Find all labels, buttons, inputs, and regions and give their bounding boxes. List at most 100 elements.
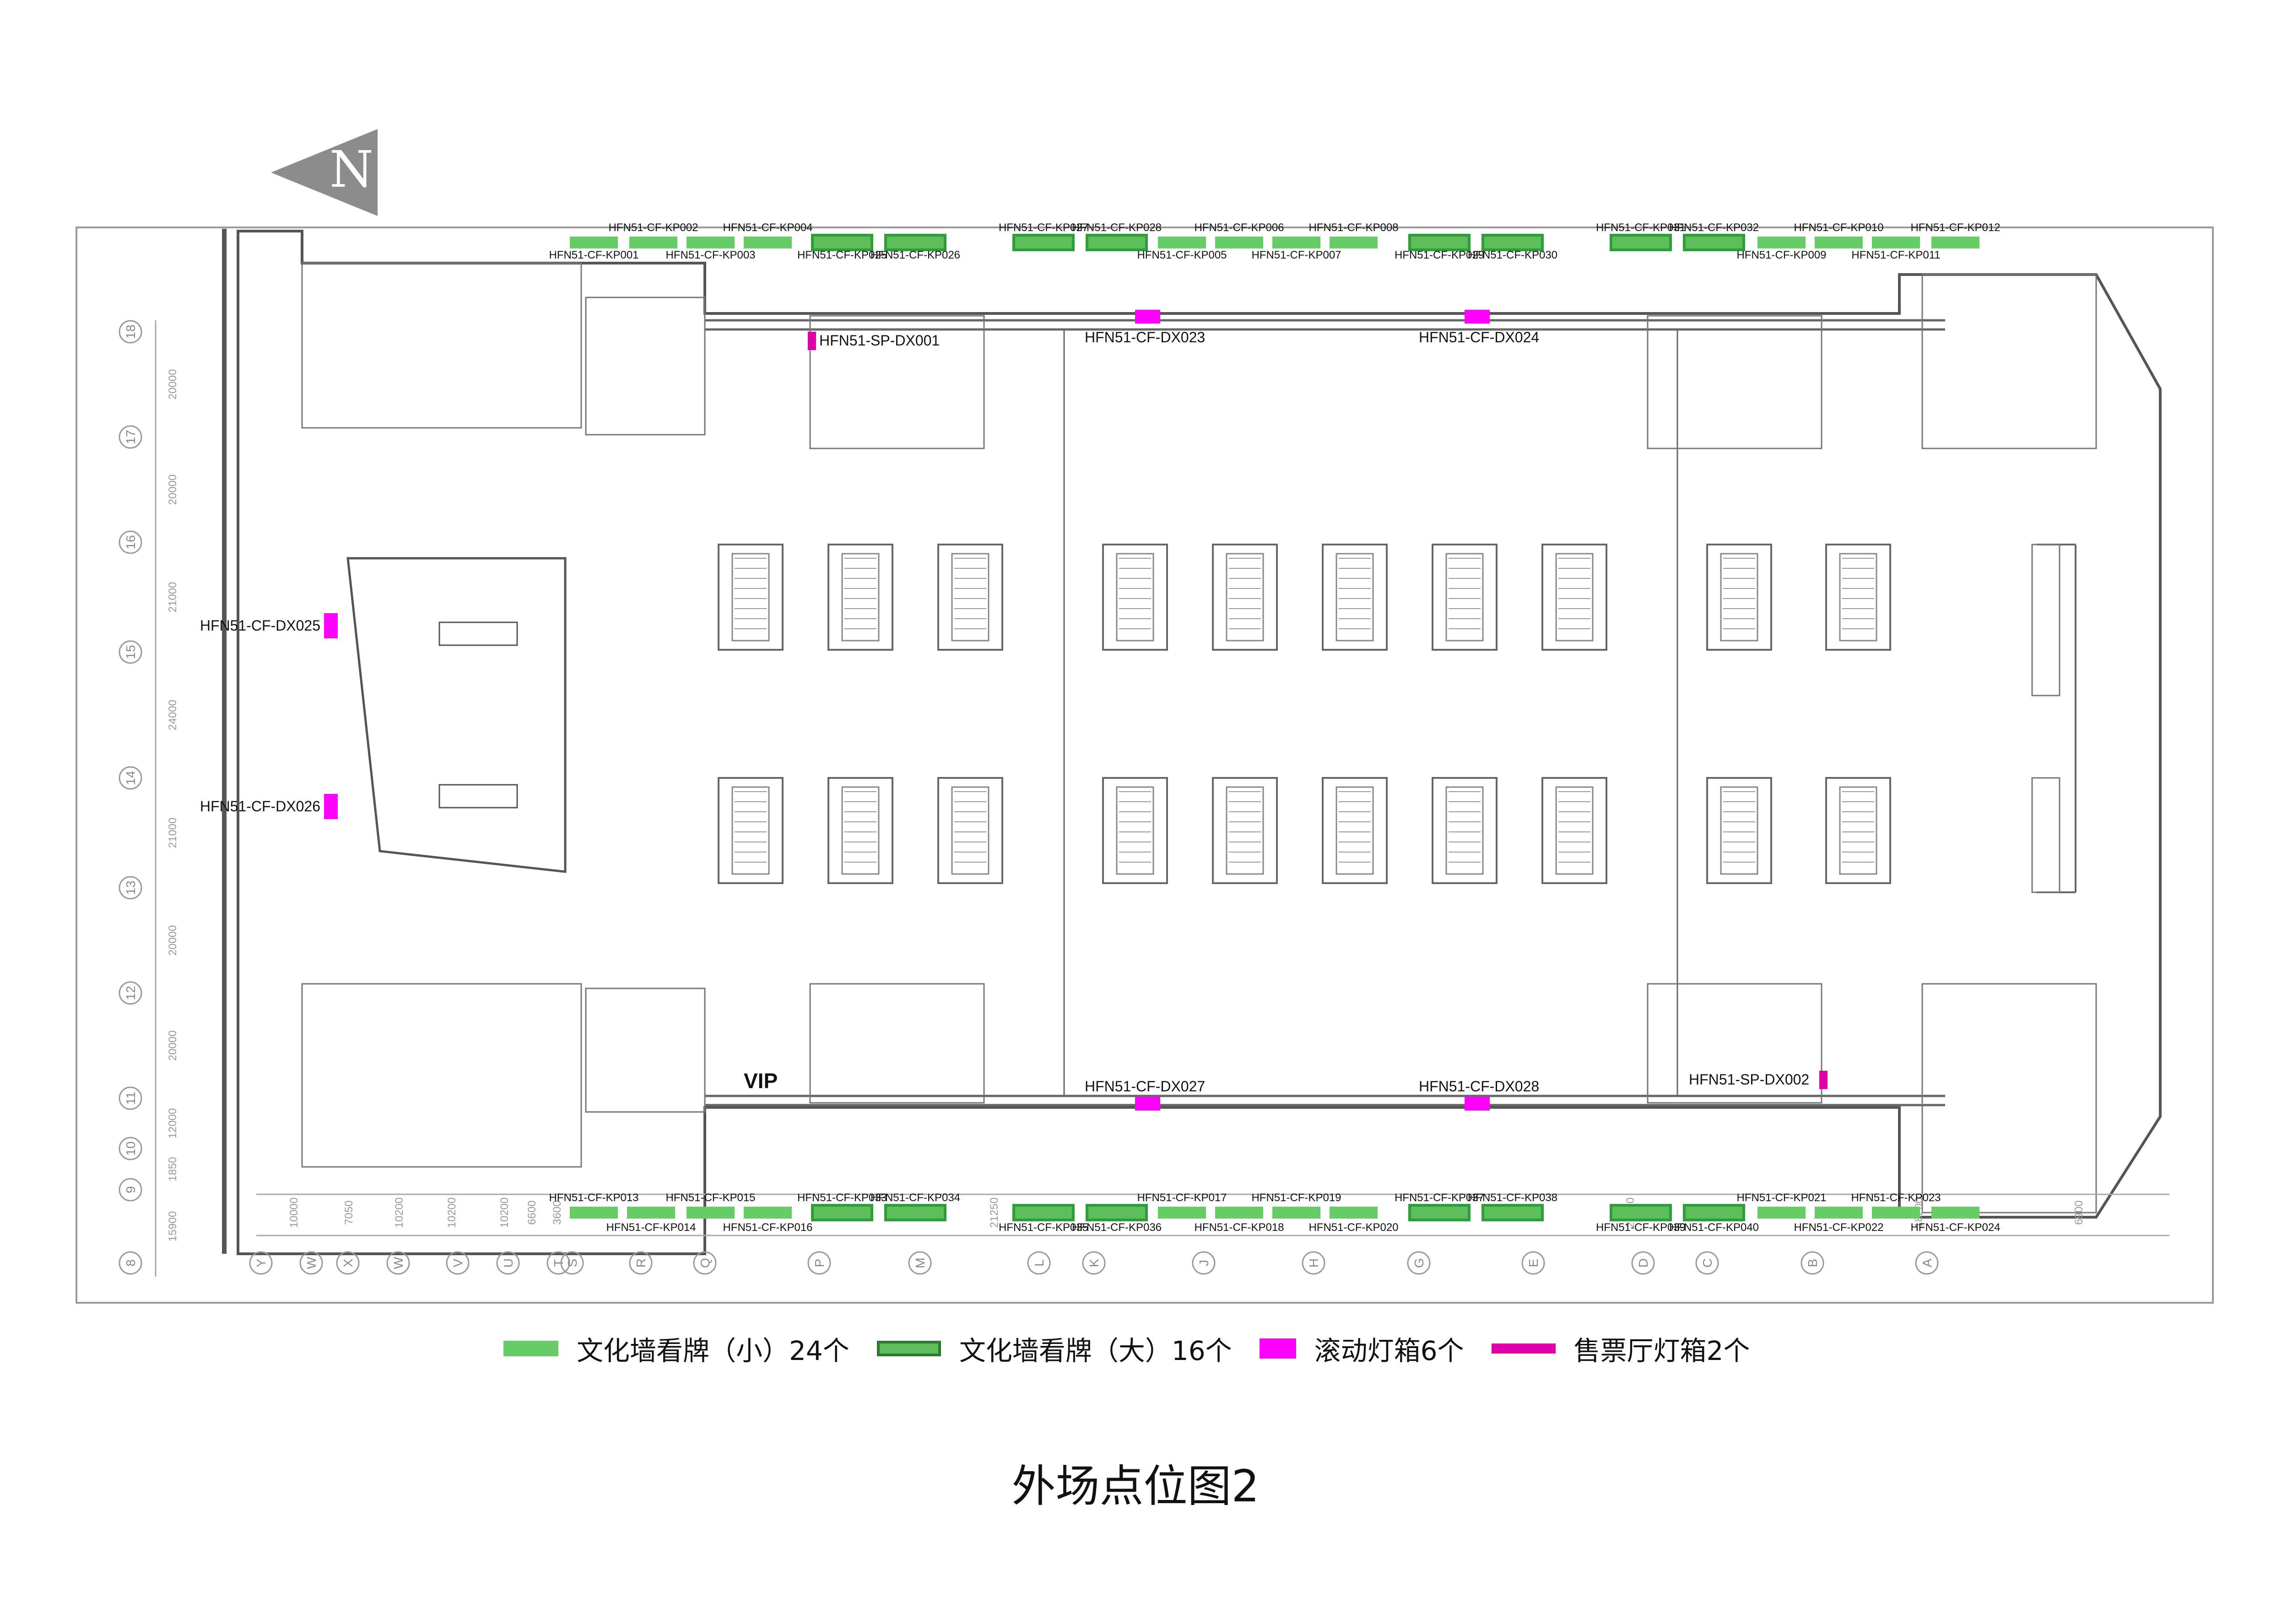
stair-block bbox=[1432, 544, 1498, 651]
axis-left-label: 9 bbox=[119, 1178, 142, 1202]
lightbox-label: HFN51-CF-DX026 bbox=[200, 798, 320, 815]
legend-label-small: 文化墙看牌（小）24个 bbox=[577, 1335, 849, 1366]
svg-text:W: W bbox=[304, 1257, 319, 1269]
legend: 文化墙看牌（小）24个 文化墙看牌（大）16个 滚动灯箱6个 售票厅灯箱2个 bbox=[503, 1329, 1777, 1368]
stair-block bbox=[827, 544, 893, 651]
board-marker bbox=[744, 237, 792, 248]
board-label: HFN51-CF-KP018 bbox=[1194, 1221, 1284, 1234]
stair-block bbox=[1212, 777, 1278, 884]
board-marker bbox=[811, 234, 873, 251]
map-frame bbox=[76, 227, 2214, 1304]
board-label: HFN51-CF-KP006 bbox=[1194, 221, 1284, 234]
axis-left: 1817161514131211109820000200002100024000… bbox=[119, 320, 179, 1277]
lightbox-marker bbox=[1465, 1097, 1490, 1111]
axis-bottom-label: W bbox=[299, 1251, 323, 1275]
svg-text:K: K bbox=[1087, 1258, 1101, 1267]
svg-text:W: W bbox=[391, 1257, 406, 1269]
board-marker bbox=[1757, 1207, 1806, 1219]
board-marker bbox=[1610, 1204, 1672, 1221]
platform-stairs bbox=[718, 544, 1891, 884]
svg-text:15: 15 bbox=[124, 645, 138, 659]
board-marker bbox=[1086, 234, 1148, 251]
axis-left-label: 17 bbox=[119, 425, 142, 449]
axis-bottom-label: H bbox=[1302, 1251, 1325, 1275]
board-marker bbox=[1272, 237, 1320, 248]
board-marker bbox=[1757, 237, 1806, 248]
lightbox-marker bbox=[324, 794, 338, 819]
board-label: HFN51-CF-KP013 bbox=[549, 1192, 638, 1204]
board-label: HFN51-CF-KP003 bbox=[665, 249, 755, 261]
board-label: HFN51-CF-KP032 bbox=[1669, 221, 1759, 234]
axis-bottom-dim: 10200 bbox=[498, 1198, 511, 1228]
board-label: HFN51-CF-KP040 bbox=[1669, 1221, 1759, 1234]
board-label: HFN51-CF-KP009 bbox=[1736, 249, 1826, 261]
board-label: HFN51-CF-KP012 bbox=[1910, 221, 2000, 234]
axis-bottom-dim: 3600 bbox=[551, 1200, 563, 1225]
board-marker bbox=[1931, 1207, 1979, 1219]
axis-bottom-label: B bbox=[1801, 1251, 1824, 1275]
axis-bottom-label: W bbox=[386, 1251, 410, 1275]
board-label: HFN51-CF-KP010 bbox=[1794, 221, 1883, 234]
axis-bottom-label: U bbox=[496, 1251, 520, 1275]
board-label: HFN51-CF-KP021 bbox=[1736, 1192, 1826, 1204]
legend-label-ticket: 售票厅灯箱2个 bbox=[1573, 1335, 1750, 1366]
svg-text:18: 18 bbox=[124, 324, 138, 339]
axis-bottom-label: D bbox=[1631, 1251, 1655, 1275]
axis-bottom-label: J bbox=[1192, 1251, 1216, 1275]
axis-left-label: 12 bbox=[119, 981, 142, 1005]
board-label: HFN51-CF-KP035 bbox=[999, 1221, 1088, 1234]
lightbox-marker bbox=[1135, 310, 1160, 324]
board-marker bbox=[811, 1204, 873, 1221]
board-label: HFN51-CF-KP039 bbox=[1596, 1221, 1686, 1234]
axis-bottom-label: T bbox=[546, 1251, 570, 1275]
axis-bottom-dim: 6600 bbox=[526, 1200, 538, 1225]
axis-bottom-dim: 6900 bbox=[2073, 1200, 2085, 1225]
stair-block bbox=[937, 544, 1003, 651]
room-blocks bbox=[301, 262, 2097, 1214]
stair-block bbox=[1322, 544, 1388, 651]
stair-block bbox=[1825, 544, 1891, 651]
svg-text:11: 11 bbox=[124, 1091, 138, 1105]
boards-top: HFN51-CF-KP001HFN51-CF-KP002HFN51-CF-KP0… bbox=[549, 221, 2000, 261]
legend-label-large: 文化墙看牌（大）16个 bbox=[959, 1335, 1232, 1366]
svg-text:M: M bbox=[913, 1257, 927, 1268]
board-marker bbox=[1815, 237, 1863, 248]
board-label: HFN51-CF-KP015 bbox=[665, 1192, 755, 1204]
axis-bottom-dim: 10200 bbox=[446, 1198, 458, 1228]
svg-text:G: G bbox=[1412, 1258, 1426, 1268]
axis-bottom-label: C bbox=[1695, 1251, 1719, 1275]
stair-block bbox=[1322, 777, 1388, 884]
svg-text:C: C bbox=[1700, 1258, 1714, 1268]
west-hall bbox=[346, 557, 567, 873]
board-marker bbox=[1215, 1207, 1263, 1219]
svg-text:P: P bbox=[812, 1259, 827, 1268]
board-label: HFN51-CF-KP016 bbox=[723, 1221, 812, 1234]
axis-left-dim: 15900 bbox=[167, 1211, 179, 1242]
legend-label-scroll: 滚动灯箱6个 bbox=[1314, 1335, 1464, 1366]
axis-left-dim: 20000 bbox=[167, 369, 179, 400]
vip-label: VIP bbox=[744, 1069, 778, 1093]
stair-block bbox=[1541, 777, 1607, 884]
lightbox-label: HFN51-SP-DX002 bbox=[1689, 1071, 1809, 1088]
lightbox-label: HFN51-CF-DX027 bbox=[1085, 1078, 1205, 1095]
board-marker bbox=[1482, 1204, 1544, 1221]
axis-bottom-dim: 21250 bbox=[988, 1198, 1000, 1228]
axis-bottom-label: L bbox=[1027, 1251, 1051, 1275]
board-marker bbox=[744, 1207, 792, 1219]
legend-swatch-scroll bbox=[1259, 1338, 1296, 1359]
concourse-lines bbox=[705, 319, 2076, 1106]
axis-left-label: 8 bbox=[119, 1251, 142, 1275]
axis-left-dim: 20000 bbox=[167, 1031, 179, 1061]
axis-bottom-label: E bbox=[1521, 1251, 1545, 1275]
stair-block bbox=[1102, 544, 1168, 651]
board-marker bbox=[1330, 1207, 1378, 1219]
axis-left-dim: 1850 bbox=[167, 1157, 179, 1181]
axis-bottom-dim: 7050 bbox=[343, 1200, 355, 1225]
axis-bottom-label: Y bbox=[249, 1251, 273, 1275]
board-label: HFN51-CF-KP008 bbox=[1309, 221, 1398, 234]
svg-text:B: B bbox=[1806, 1259, 1820, 1268]
building-outline bbox=[222, 229, 2162, 1255]
board-marker bbox=[570, 1207, 618, 1219]
